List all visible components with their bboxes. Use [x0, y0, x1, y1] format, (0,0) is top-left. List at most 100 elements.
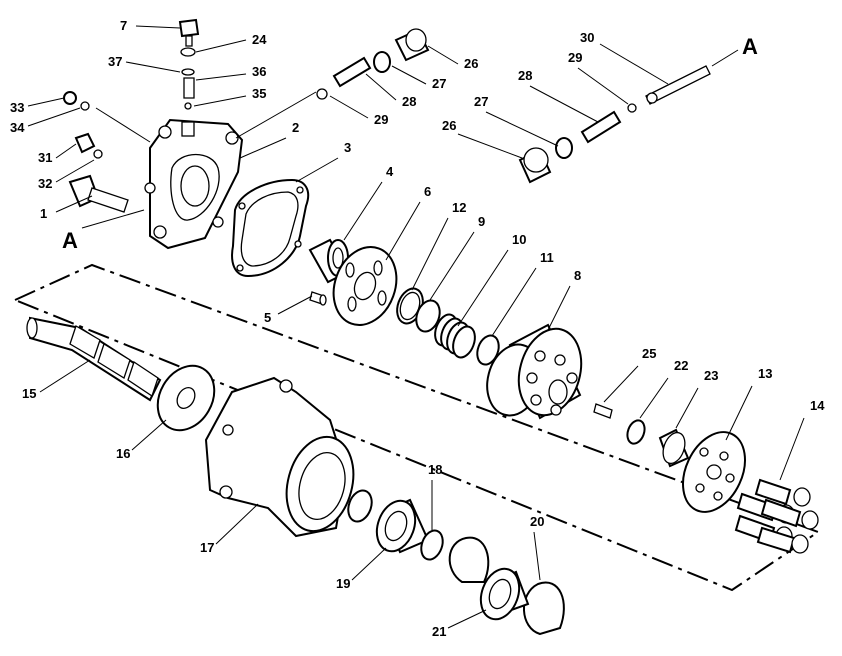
- leader-line-26: [457, 133, 523, 159]
- part-label-35: 35: [252, 86, 266, 101]
- leader-line-33: [27, 97, 65, 107]
- bushing-part-23: [658, 428, 690, 468]
- drive-shaft-part: [26, 316, 162, 402]
- part-label-15: 15: [22, 386, 36, 401]
- part-label-25: 25: [642, 346, 656, 361]
- part-label-7: 7: [120, 18, 127, 33]
- thrust-washer-part: [156, 364, 216, 432]
- part-label-27: 27: [474, 94, 488, 109]
- part-label-28: 28: [402, 94, 416, 109]
- fitting-part-26b: [518, 147, 552, 184]
- part-label-10: 10: [512, 232, 526, 247]
- leader-line-35: [193, 95, 247, 107]
- gasket-part: [231, 178, 310, 278]
- part-label-18: 18: [428, 462, 442, 477]
- fitting-part-26a: [394, 28, 430, 62]
- valve-plate-part: [332, 246, 398, 326]
- part-label-21: 21: [432, 624, 446, 639]
- arrow-line-left-bottom: [81, 209, 145, 229]
- seal-part-37: [181, 68, 195, 76]
- leader-line-21: [447, 609, 487, 629]
- part-label-33: 33: [10, 100, 24, 115]
- part-label-23: 23: [704, 368, 718, 383]
- part-label-3: 3: [344, 140, 351, 155]
- leader-line-28: [365, 73, 397, 101]
- part-label-8: 8: [574, 268, 581, 283]
- leader-line-23: [675, 387, 699, 429]
- leader-line-7: [135, 25, 181, 29]
- part-label-37: 37: [108, 54, 122, 69]
- screw-part-7: [178, 18, 200, 47]
- cap-screw-part-1: [68, 174, 129, 213]
- leader-line-34: [27, 107, 81, 127]
- snap-ring-part-18b: [420, 529, 444, 561]
- leader-line-13: [725, 385, 753, 441]
- pin-part: [309, 291, 327, 306]
- part-label-22: 22: [674, 358, 688, 373]
- part-label-30: 30: [580, 30, 594, 45]
- part-label-14: 14: [810, 398, 825, 413]
- o-ring-part-34: [80, 101, 90, 111]
- leader-line-29: [329, 95, 369, 119]
- part-label-24: 24: [252, 32, 267, 47]
- assembly-boundary-dashed: [14, 263, 821, 592]
- leader-line-12: [411, 217, 449, 291]
- part-label-31: 31: [38, 150, 52, 165]
- spring-part-28b: [580, 110, 622, 144]
- ring-part-22: [626, 419, 646, 445]
- end-cover-part: [144, 118, 244, 250]
- leader-line-11: [491, 267, 537, 337]
- leader-line-19: [351, 547, 387, 581]
- part-label-28: 28: [518, 68, 532, 83]
- valve-stem-part-30: [645, 65, 711, 105]
- leader-line-31: [55, 143, 77, 159]
- leader-line-24: [195, 39, 247, 53]
- plug-part-31: [74, 132, 96, 154]
- part-label-17: 17: [200, 540, 214, 555]
- part-label-29: 29: [374, 112, 388, 127]
- leader-line-32: [55, 159, 95, 183]
- leader-line-15: [39, 359, 91, 393]
- snap-ring-part-18a: [347, 489, 373, 523]
- ring-part-9: [415, 299, 441, 333]
- part-label-16: 16: [116, 446, 130, 461]
- leader-line-25: [603, 365, 639, 403]
- part-label-12: 12: [452, 200, 466, 215]
- snap-ring-part-20b: [523, 581, 565, 636]
- part-label-20: 20: [530, 514, 544, 529]
- leader-line-22: [639, 377, 669, 419]
- part-label-29: 29: [568, 50, 582, 65]
- plug-part-29a: [316, 88, 328, 100]
- leader-line-14: [779, 417, 805, 481]
- cylinder-barrel-part: [486, 323, 583, 420]
- part-label-2: 2: [292, 120, 299, 135]
- leader-line-1: [55, 195, 93, 213]
- part-label-1: 1: [40, 206, 47, 221]
- plug-part-33: [63, 91, 77, 105]
- part-label-26: 26: [442, 118, 456, 133]
- leader-line-27: [485, 111, 559, 147]
- leader-line-4: [343, 181, 383, 241]
- section-marker-a: A: [62, 228, 78, 253]
- part-label-36: 36: [252, 64, 266, 79]
- leader-lines: [27, 25, 805, 629]
- leader-line-27: [391, 65, 427, 85]
- motor-housing-part: [204, 376, 355, 538]
- leader-line-20: [533, 531, 541, 581]
- part-label-4: 4: [386, 164, 394, 179]
- bearing-part-21: [479, 567, 530, 621]
- part-label-9: 9: [478, 214, 485, 229]
- leader-line-10: [457, 249, 509, 327]
- pistons-part: [734, 478, 819, 554]
- leader-line-8: [547, 285, 571, 331]
- plug-part-29b: [627, 103, 637, 113]
- ball-part-35: [184, 102, 192, 110]
- part-label-6: 6: [424, 184, 431, 199]
- part-labels: 1234567891011121314151617181920212223242…: [10, 18, 825, 639]
- arrow-line-left-top: [95, 107, 151, 143]
- leader-line-30: [599, 43, 669, 85]
- pin-part-25: [593, 403, 613, 419]
- leader-line-26: [427, 45, 459, 65]
